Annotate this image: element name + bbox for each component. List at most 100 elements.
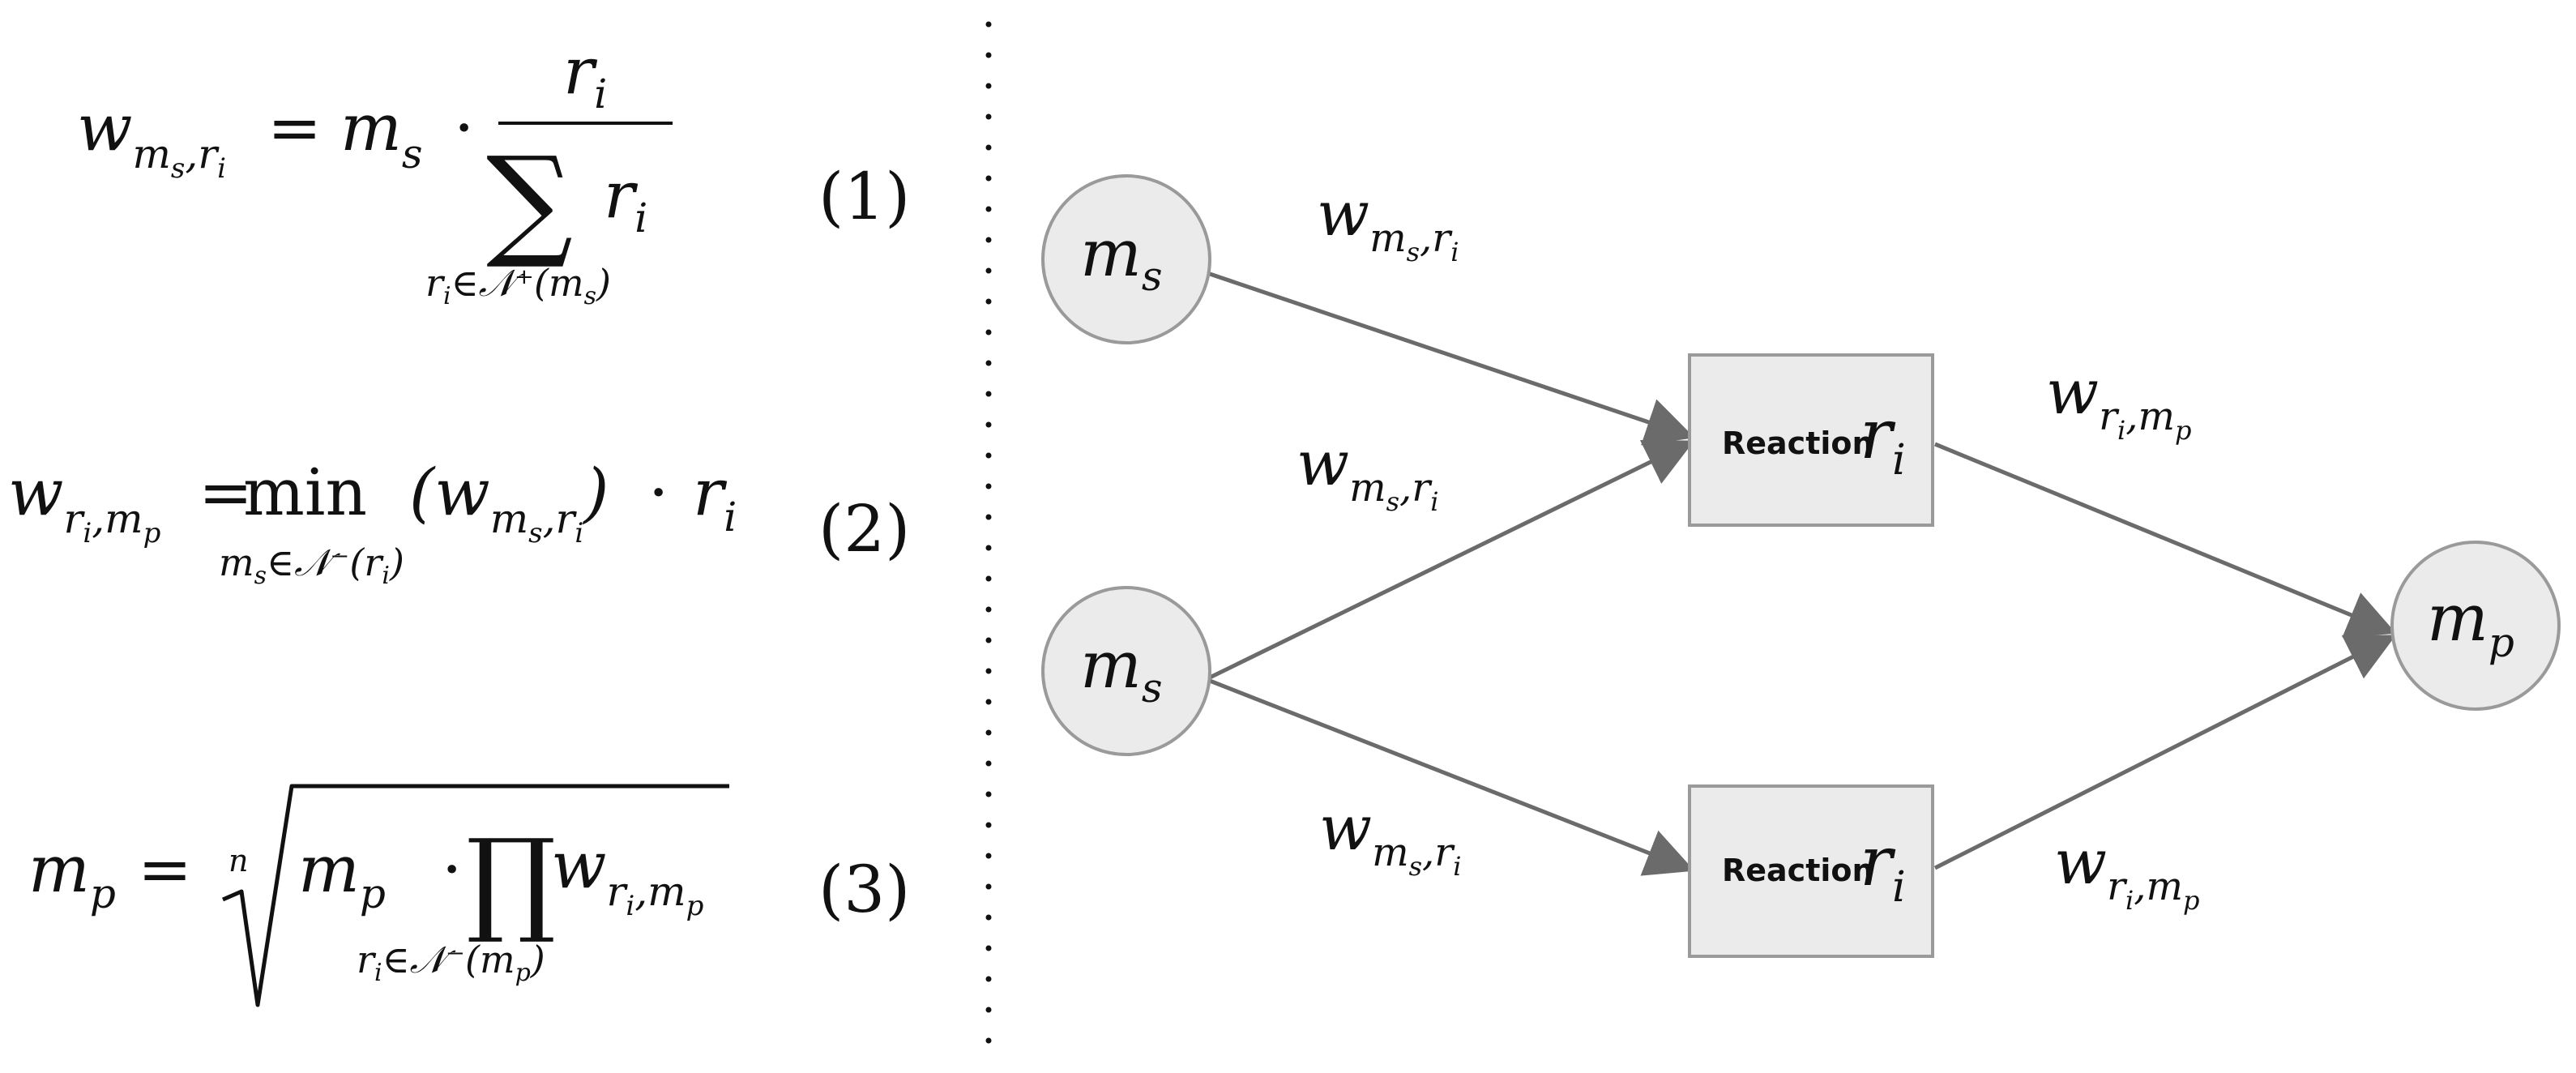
eq3-term-sub-rest: ,m xyxy=(634,868,686,915)
metabolite-node-mp: mp xyxy=(2390,541,2561,711)
eq3-term-sub: r xyxy=(606,868,628,915)
eq2-arg-sub-rest: ,r xyxy=(543,495,578,542)
svg-text:wms,ri: wms,ri xyxy=(77,90,226,185)
eq3-range-var: r xyxy=(357,938,377,981)
svg-text:(wms,ri): (wms,ri) xyxy=(409,455,609,549)
eq1-sum-symbol: ∑ xyxy=(486,131,573,272)
svg-text:wms,ri: wms,ri xyxy=(1297,427,1438,517)
edge-label-rest: ,r xyxy=(1422,830,1455,875)
reaction-var-sub: i xyxy=(1892,863,1906,912)
eq3-number: (3) xyxy=(818,852,910,927)
svg-text:ri∈𝒩⁺(ms): ri∈𝒩⁺(ms) xyxy=(425,261,611,310)
eq1-factor-sub: s xyxy=(402,130,423,177)
eq2-lhs: w xyxy=(8,455,63,530)
reaction-var: r xyxy=(1860,395,1896,474)
eq1-lhs: w xyxy=(77,90,132,165)
eq2-range-var: m xyxy=(219,541,254,584)
node-label-sub: s xyxy=(1142,253,1163,300)
edge-label-subsub: i xyxy=(2117,415,2125,446)
eq2-range-var-sub: s xyxy=(254,562,267,590)
eq2-equals: = xyxy=(199,455,253,530)
eq2-arg-subsub2: i xyxy=(575,517,583,549)
eq3-equals: = xyxy=(138,831,192,907)
eq2-lhs-sub-rest: ,m xyxy=(92,495,143,542)
edge-reaction-bottom-to-mp xyxy=(1933,635,2396,870)
edge-label-w: w xyxy=(2046,356,2099,428)
eq2-range-close: ) xyxy=(389,541,404,584)
eq3-dot: · xyxy=(442,831,462,907)
svg-text:ri: ri xyxy=(563,33,607,118)
eq3-term-subsub2: p xyxy=(686,890,704,922)
eq3-inner: m xyxy=(298,831,360,907)
equation-2: wri,mp = min (wms,ri) · ri ms∈𝒩⁻(ri) (2) xyxy=(8,455,910,590)
eq1-numerator-sub: i xyxy=(594,71,607,118)
eq2-close: ) xyxy=(582,455,609,530)
edge-label-subsub2: p xyxy=(2183,885,2199,916)
reaction-word: Reaction xyxy=(1722,425,1874,461)
eq2-lhs-subsub: i xyxy=(83,517,92,549)
eq1-denominator-sub: i xyxy=(634,195,647,242)
edge-label-rest: ,m xyxy=(2134,864,2183,909)
edge-reaction-top-to-mp xyxy=(1934,442,2397,638)
svg-text:ms: ms xyxy=(340,90,423,177)
eq2-number: (2) xyxy=(818,491,910,566)
svg-text:wri,mp: wri,mp xyxy=(551,827,703,922)
eq2-range-rest-sub: i xyxy=(382,562,390,590)
svg-text:mp: mp xyxy=(28,831,116,917)
svg-text:ri: ri xyxy=(693,455,737,541)
svg-text:wri,mp: wri,mp xyxy=(2046,356,2192,446)
eq3-range-rest-sub: p xyxy=(515,959,531,987)
eq3-term: w xyxy=(551,827,606,903)
node-label: m xyxy=(2427,580,2488,656)
eq1-range-close: ) xyxy=(596,261,611,305)
eq1-dot: · xyxy=(454,90,474,165)
edge-label-sub: r xyxy=(2099,394,2120,439)
reaction-var-sub: i xyxy=(1892,436,1906,485)
node-label-sub: s xyxy=(1142,665,1163,712)
edge-label-sub: m xyxy=(1349,465,1386,511)
edge-label-rest: ,r xyxy=(1420,216,1453,261)
node-label-sub: p xyxy=(2488,619,2514,666)
edge-label-3: wms,ri xyxy=(1319,792,1461,882)
svg-text:wms,ri: wms,ri xyxy=(1319,792,1461,882)
svg-text:mp: mp xyxy=(298,831,386,917)
edge-label-sub: m xyxy=(1369,216,1407,261)
edge-label-5: wri,mp xyxy=(2054,826,2200,916)
reaction-box xyxy=(1688,353,1934,527)
eq1-lhs-sub: m xyxy=(132,130,170,177)
edge-label-rest: ,m xyxy=(2125,394,2175,439)
metabolite-circle xyxy=(2390,541,2561,711)
edge-label-w: w xyxy=(1297,427,1349,499)
edge-ms-bottom-to-reaction-bottom xyxy=(1209,678,1695,876)
edge-label-w: w xyxy=(1319,792,1372,864)
edge-label-subsub: i xyxy=(2125,885,2134,916)
eq1-range-var-sub: i xyxy=(443,282,451,310)
node-label: m xyxy=(1080,216,1142,291)
edge-label-subsub: s xyxy=(1407,237,1420,267)
eq2-lhs-subsub2: p xyxy=(143,517,161,549)
reaction-node-top: Reaction ri xyxy=(1688,353,1934,527)
edge-label-2: wms,ri xyxy=(1297,427,1438,517)
eq3-inner-sub: p xyxy=(360,870,386,917)
svg-text:ri∈𝒩⁻(mp): ri∈𝒩⁻(mp) xyxy=(357,938,545,987)
edge-label-sub: r xyxy=(2107,864,2128,909)
edge-label-w: w xyxy=(2054,826,2107,898)
metabolite-node-ms-top: ms xyxy=(1041,174,1211,344)
edge-label-subsub: s xyxy=(1386,486,1399,517)
reaction-node-bottom: Reaction ri xyxy=(1688,784,1934,958)
eq1-range-rest: ∈𝒩⁺(m xyxy=(451,261,584,305)
edge-ms-top-to-reaction-top xyxy=(1209,271,1695,446)
reaction-box xyxy=(1688,784,1934,958)
eq1-lhs-subsub: s xyxy=(171,152,185,185)
metabolite-node-ms-bottom: ms xyxy=(1041,586,1211,756)
edge-label-w: w xyxy=(1317,177,1369,250)
equation-1: wms,ri = ms · ri ∑ ri ri∈𝒩⁺(ms) (1) xyxy=(77,33,910,310)
eq3-root-index: n xyxy=(229,843,248,878)
eq2-tail: r xyxy=(693,455,728,530)
equation-3: mp = n mp · ∏ wri,mp ri∈𝒩⁻(mp) (3) xyxy=(28,784,910,1007)
node-label: m xyxy=(1080,627,1142,703)
edge-label-subsub2: i xyxy=(1450,237,1459,267)
edge-label-sub: m xyxy=(1372,830,1409,875)
eq2-lhs-sub: r xyxy=(63,495,85,542)
eq2-range-rest: ∈𝒩⁻(r xyxy=(267,541,384,584)
